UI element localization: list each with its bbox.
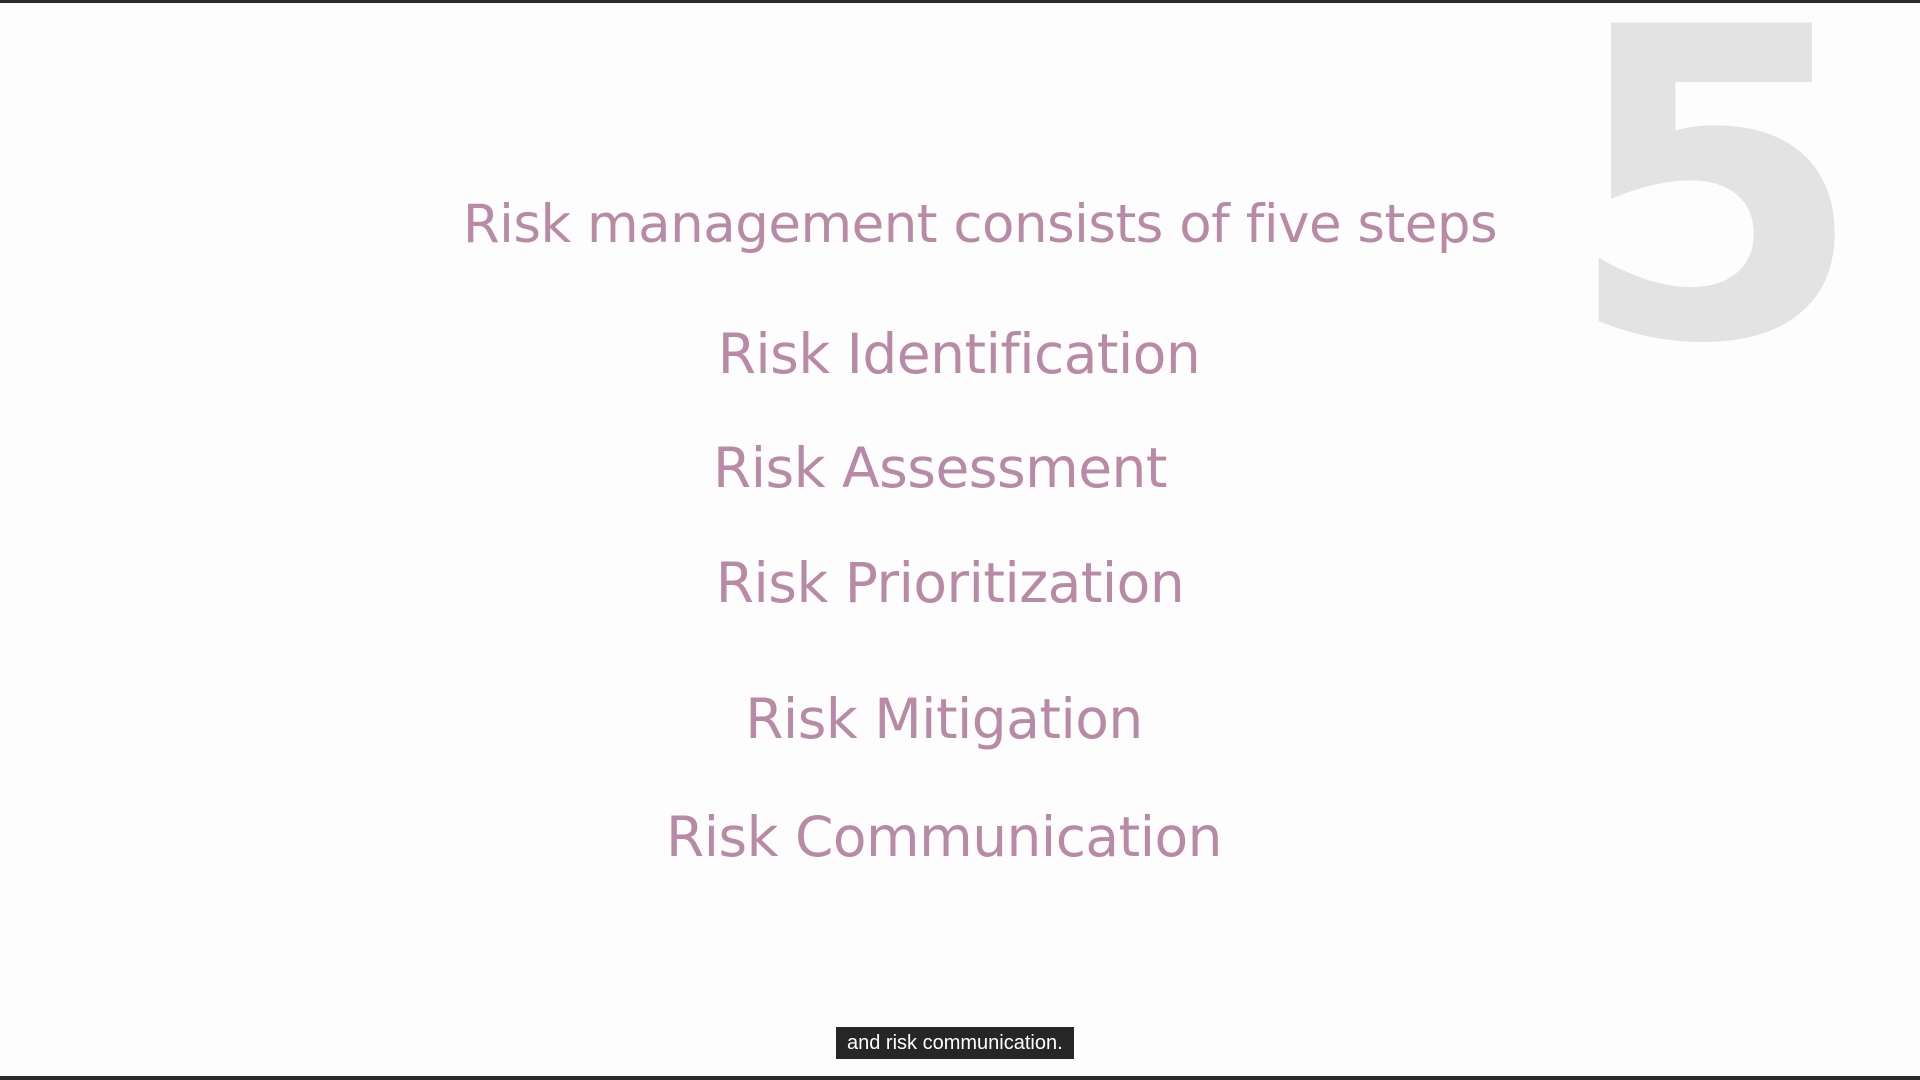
step-risk-prioritization: Risk Prioritization [715,551,1185,615]
slide-title: Risk management consists of five steps [462,194,1498,255]
step-risk-assessment: Risk Assessment [713,436,1167,500]
step-risk-identification: Risk Identification [717,322,1201,386]
subtitle-caption: and risk communication. [836,1027,1074,1059]
step-count-number: 5 [1565,0,1865,438]
step-risk-mitigation: Risk Mitigation [745,687,1143,751]
step-risk-communication: Risk Communication [666,805,1223,869]
